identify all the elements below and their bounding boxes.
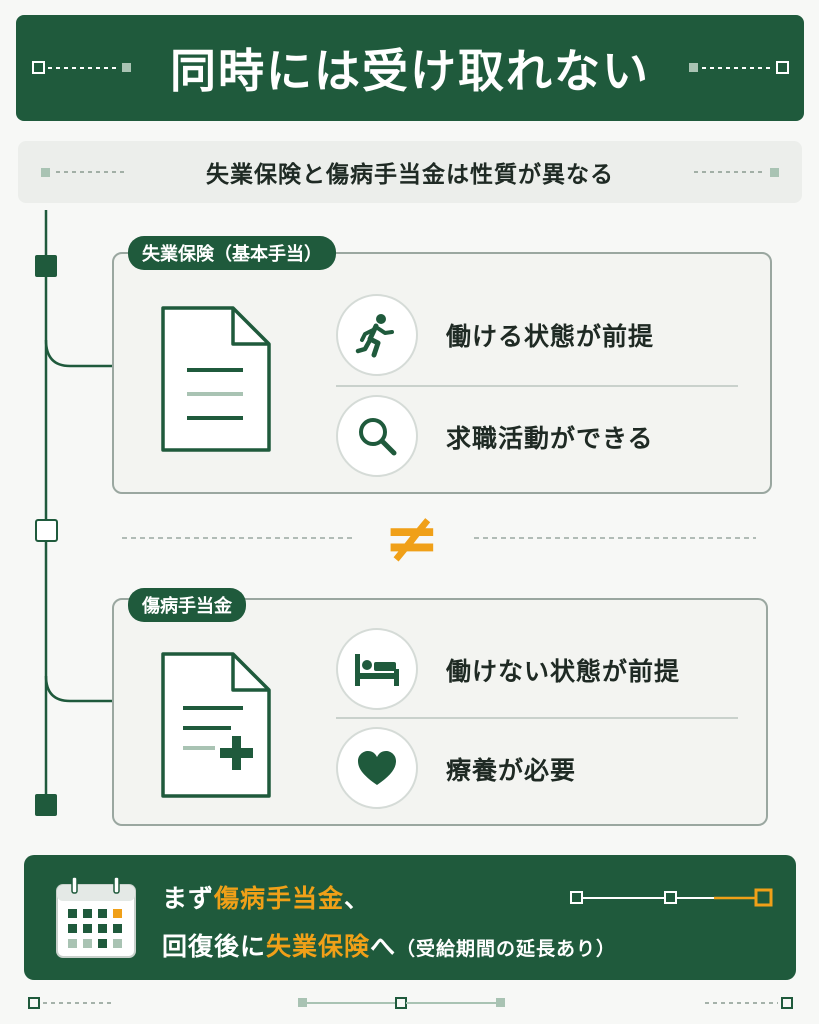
conclusion-suffix: へ xyxy=(370,932,397,961)
feature-divider xyxy=(336,717,738,719)
search-icon xyxy=(336,395,418,477)
page-title: 同時には受け取れない xyxy=(170,44,650,98)
subtitle: 失業保険と傷病手当金は性質が異なる xyxy=(206,162,614,188)
not-equal-symbol: ≠ xyxy=(383,498,441,578)
conclusion-prefix: まず xyxy=(162,884,215,913)
conclusion-suffix: 、 xyxy=(344,884,371,913)
medical-document-icon xyxy=(161,652,271,798)
highlight-sickness-allowance: 傷病手当金 xyxy=(214,884,345,913)
timeline-node-middle xyxy=(35,519,58,542)
not-equal-divider xyxy=(122,537,756,539)
subtitle-bar: 失業保険と傷病手当金は性質が異なる xyxy=(18,141,802,203)
document-icon xyxy=(161,306,271,452)
conclusion-note: （受給期間の延長あり） xyxy=(396,938,617,960)
conclusion-line-2: 回復後に失業保険へ（受給期間の延長あり） xyxy=(162,927,616,963)
feature-text: 療養が必要 xyxy=(446,756,577,785)
heart-icon xyxy=(336,727,418,809)
unemployment-insurance-card: 働ける状態が前提 求職活動ができる xyxy=(112,252,772,494)
unemployment-tag: 失業保険（基本手当） xyxy=(128,236,336,270)
running-person-icon xyxy=(336,294,418,376)
timeline-node-end xyxy=(35,794,57,816)
sickness-tag: 傷病手当金 xyxy=(128,588,246,622)
feature-text: 働ける状態が前提 xyxy=(446,322,655,351)
feature-divider xyxy=(336,385,738,387)
conclusion-line-1: まず傷病手当金、 xyxy=(162,879,370,915)
feature-text: 求職活動ができる xyxy=(446,424,654,453)
title-deco-lines xyxy=(32,61,789,74)
calendar-icon xyxy=(56,876,136,958)
progress-track-deco xyxy=(570,888,773,907)
timeline xyxy=(35,210,112,816)
highlight-unemployment-insurance: 失業保険 xyxy=(266,932,371,961)
conclusion-banner: まず傷病手当金、 回復後に失業保険へ（受給期間の延長あり） xyxy=(24,855,796,980)
footer-deco xyxy=(28,997,793,1009)
bed-icon xyxy=(336,628,418,710)
title-banner: 同時には受け取れない xyxy=(16,15,804,121)
feature-text: 働けない状態が前提 xyxy=(446,657,681,686)
sickness-allowance-card: 働けない状態が前提 療養が必要 xyxy=(112,598,768,826)
subtitle-deco-lines xyxy=(41,168,779,177)
timeline-node-start xyxy=(35,255,57,277)
conclusion-prefix: 回復後に xyxy=(162,932,267,961)
